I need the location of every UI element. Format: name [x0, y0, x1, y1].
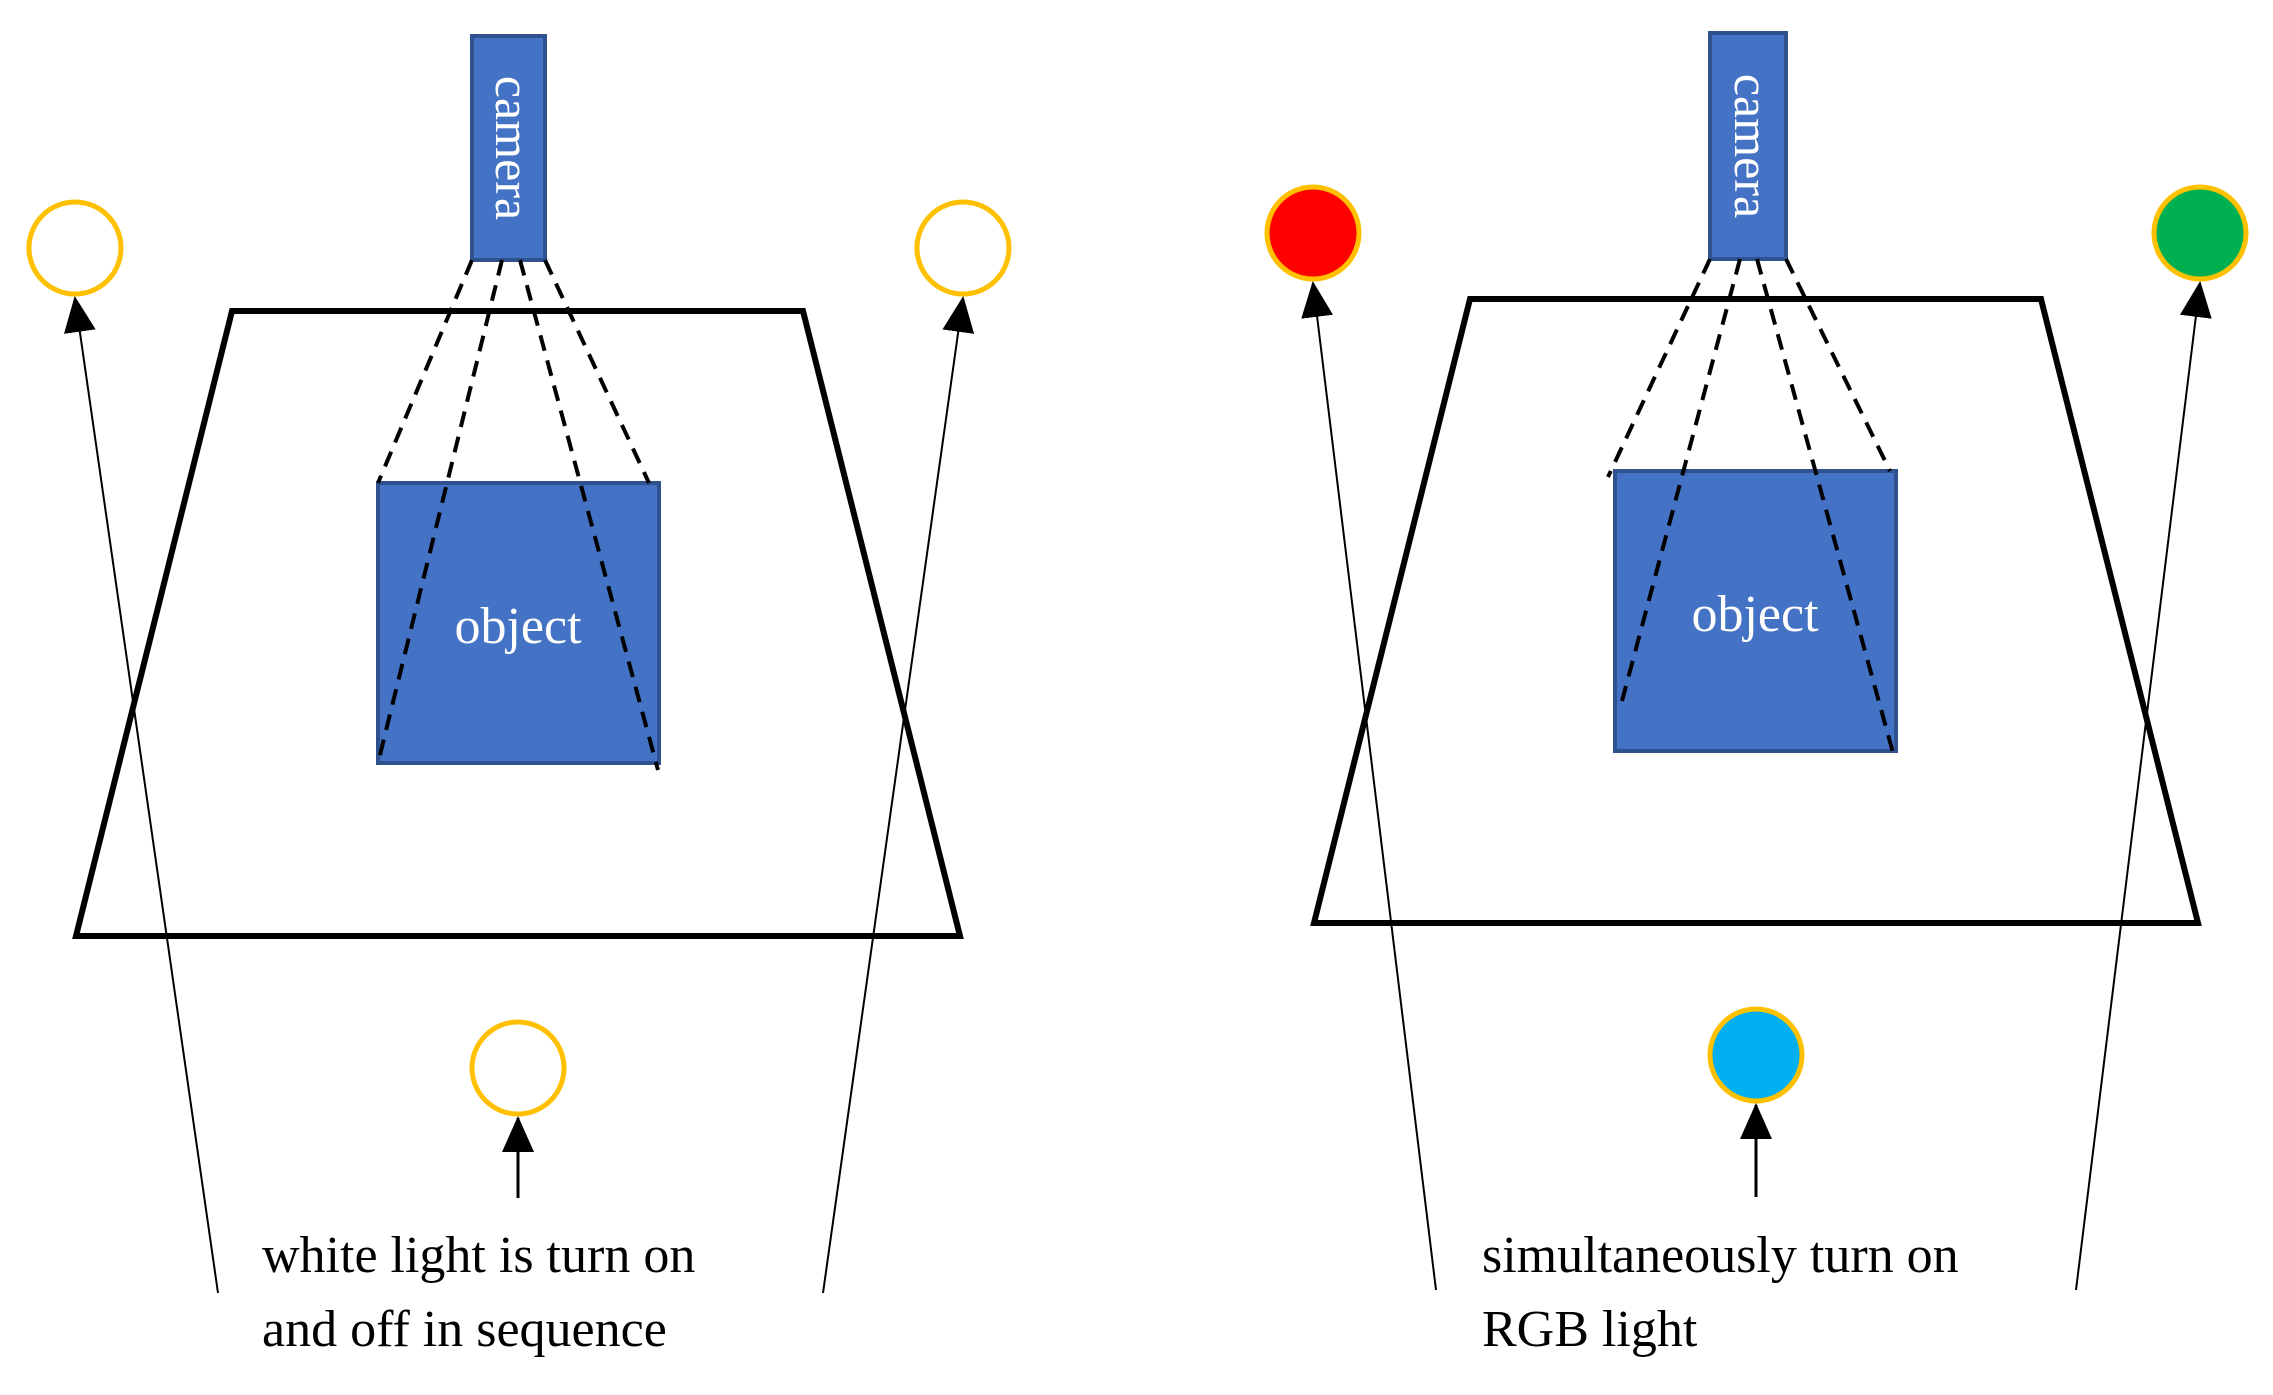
caption-line-1: white light is turn on: [262, 1227, 695, 1284]
light-blue: [1707, 1006, 1805, 1104]
caption-line-1: simultaneously turn on: [1482, 1227, 1959, 1284]
caption-line-2: RGB light: [1482, 1301, 1698, 1358]
caption-line-2: and off in sequence: [262, 1301, 667, 1358]
object-label: object: [454, 598, 582, 655]
camera-box: [470, 34, 547, 262]
camera-label: camera: [1724, 74, 1780, 218]
camera-label: camera: [485, 76, 541, 220]
camera-box: [1708, 31, 1788, 261]
object-box: [1613, 469, 1898, 753]
light-red: [1264, 184, 1362, 282]
left-panel: object camera white light is turn on and…: [26, 34, 1012, 1358]
light-bottom: [469, 1019, 567, 1117]
light-pointers: [1301, 281, 2212, 1291]
stage-outline: [72, 308, 964, 939]
object-box: [376, 481, 661, 765]
camera-field-of-view: [1606, 258, 1897, 761]
light-top-left: [26, 199, 124, 297]
right-panel: object camera simultaneously turn on RGB…: [1264, 31, 2249, 1358]
camera-field-of-view: [376, 259, 660, 771]
object-label: object: [1691, 586, 1819, 643]
light-green: [2151, 184, 2249, 282]
light-top-right: [914, 199, 1012, 297]
light-pointers: [63, 296, 975, 1294]
